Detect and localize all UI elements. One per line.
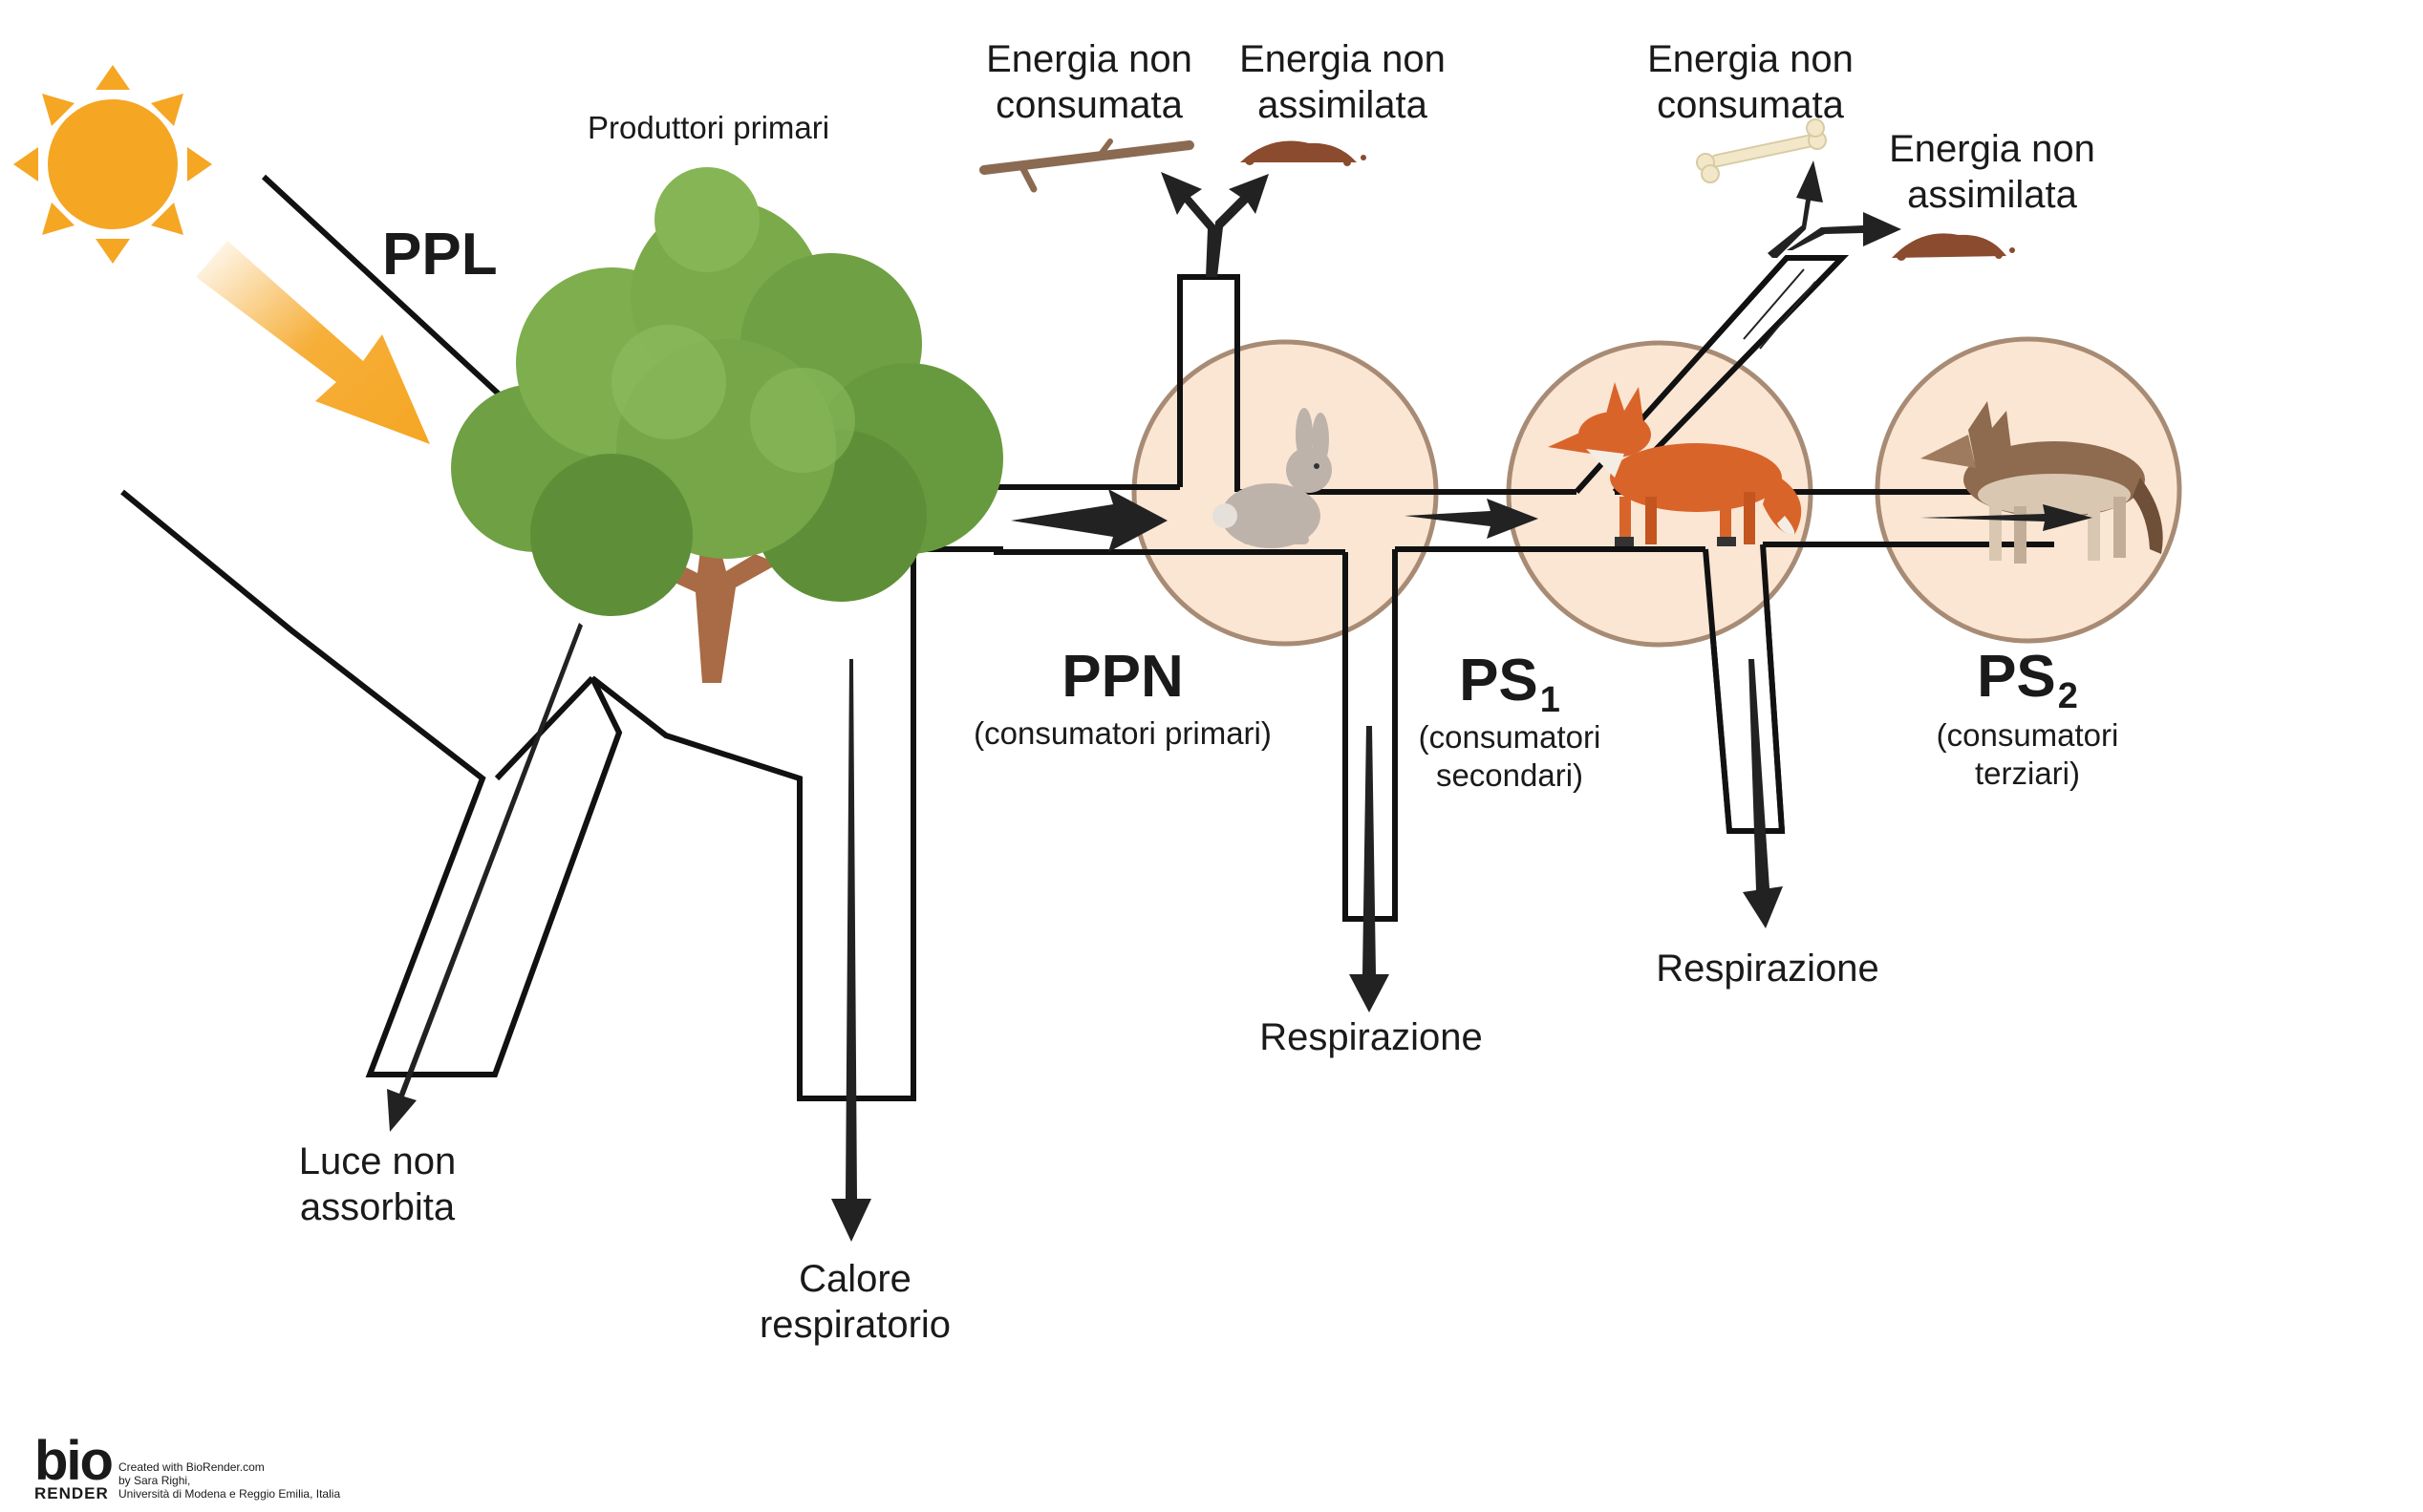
- respirazione-1-label: Respirazione: [1259, 1016, 1483, 1058]
- energia-non-consumata-2-label: Energia non consumata: [1636, 36, 1865, 128]
- bone-icon: [1696, 118, 1827, 183]
- channel-over-circles: [994, 255, 2054, 919]
- energia-non-assimilata-1-label: Energia non assimilata: [1228, 36, 1457, 128]
- ppn-label: PPN: [1061, 644, 1184, 710]
- sunlight-arrow: [196, 241, 430, 444]
- channel-hatching: [1743, 268, 1816, 350]
- energia-non-consumata-2-line2: consumata: [1657, 84, 1844, 126]
- ppl-label: PPL: [382, 222, 498, 287]
- calore-respiratorio-label: Calore respiratorio: [731, 1256, 979, 1348]
- credit-text: Created with BioRender.com by Sara Righi…: [118, 1460, 424, 1501]
- credit-line3: Università di Modena e Reggio Emilia, It…: [118, 1487, 341, 1501]
- arrow-energia-consumata-1: [1161, 172, 1215, 277]
- arrow-calore: [831, 659, 871, 1242]
- ps1-index: 1: [1539, 680, 1560, 720]
- sun-icon: [13, 65, 212, 264]
- tree-icon: [451, 167, 1003, 683]
- stick-icon: [979, 138, 1194, 193]
- luce-line1: Luce non: [298, 1140, 457, 1182]
- ps2-sub-line1: (consumatori: [1936, 717, 2119, 753]
- energia-non-consumata-1-line2: consumata: [996, 84, 1183, 126]
- produttori-primari-label: Produttori primari: [588, 110, 830, 145]
- ps1-sub-label: (consumatori secondari): [1395, 718, 1624, 794]
- ps1-sub-line2: secondari): [1435, 756, 1584, 793]
- energia-non-assimilata-1-line2: assimilata: [1257, 84, 1427, 126]
- energia-non-assimilata-2-label: Energia non assimilata: [1877, 126, 2107, 218]
- energia-non-assimilata-1-line1: Energia non: [1239, 38, 1446, 80]
- arrow-respirazione-2: [1743, 659, 1783, 928]
- ps1-label: PS1: [1414, 646, 1605, 723]
- ps2-label: PS2: [1932, 642, 2123, 719]
- biorender-logo-top: bio: [34, 1430, 114, 1492]
- main-flow-channel: [994, 255, 2057, 922]
- energia-non-assimilata-2-line1: Energia non: [1889, 128, 2095, 170]
- ps2-sub-label: (consumatori terziari): [1913, 716, 2142, 792]
- energia-non-consumata-1-label: Energia non consumata: [975, 36, 1204, 128]
- arrow-to-fox: [1404, 499, 1538, 539]
- ps1-sub-line1: (consumatori: [1418, 719, 1601, 755]
- ps1-main: PS: [1459, 648, 1538, 713]
- biorender-credit: bio RENDER Created with BioRender.com by…: [34, 1430, 340, 1502]
- credit-line1: Created with BioRender.com: [118, 1460, 265, 1474]
- soil-icon-2: [1892, 233, 2015, 261]
- rabbit-icon: [1212, 408, 1332, 548]
- flow-arrows: [387, 160, 2092, 1242]
- luce-non-assorbita-label: Luce non assorbita: [263, 1139, 492, 1230]
- ps2-sub-line2: terziari): [1974, 755, 2080, 791]
- respirazione-2-label: Respirazione: [1656, 948, 1879, 990]
- ps2-index: 2: [2057, 676, 2078, 716]
- biorender-logo-bottom: RENDER: [34, 1484, 109, 1502]
- ppl-channel: [120, 174, 1003, 1101]
- luce-line2: assorbita: [299, 1186, 456, 1228]
- arrow-energia-assimilata-2: [1787, 212, 1901, 250]
- arrow-to-wolf: [1920, 504, 2092, 531]
- wolf-icon: [1920, 401, 2163, 564]
- arrow-to-rabbit: [1011, 489, 1168, 552]
- calore-line2: respiratorio: [759, 1304, 952, 1346]
- arrow-luce: [387, 623, 583, 1132]
- fox-icon: [1548, 382, 1802, 546]
- arrow-energia-assimilata-1: [1212, 174, 1269, 277]
- energia-non-consumata-1-line1: Energia non: [986, 38, 1192, 80]
- energia-non-assimilata-2-line2: assimilata: [1907, 174, 2077, 216]
- soil-icon: [1240, 140, 1366, 166]
- calore-line1: Calore: [799, 1258, 911, 1300]
- ppn-sub-label: (consumatori primari): [974, 715, 1272, 751]
- arrow-energia-consumata-2: [1768, 160, 1823, 258]
- ps2-main: PS: [1977, 644, 2056, 710]
- credit-line2: by Sara Righi,: [118, 1474, 191, 1487]
- arrow-respirazione-1: [1349, 726, 1389, 1012]
- energia-non-consumata-2-line1: Energia non: [1647, 38, 1854, 80]
